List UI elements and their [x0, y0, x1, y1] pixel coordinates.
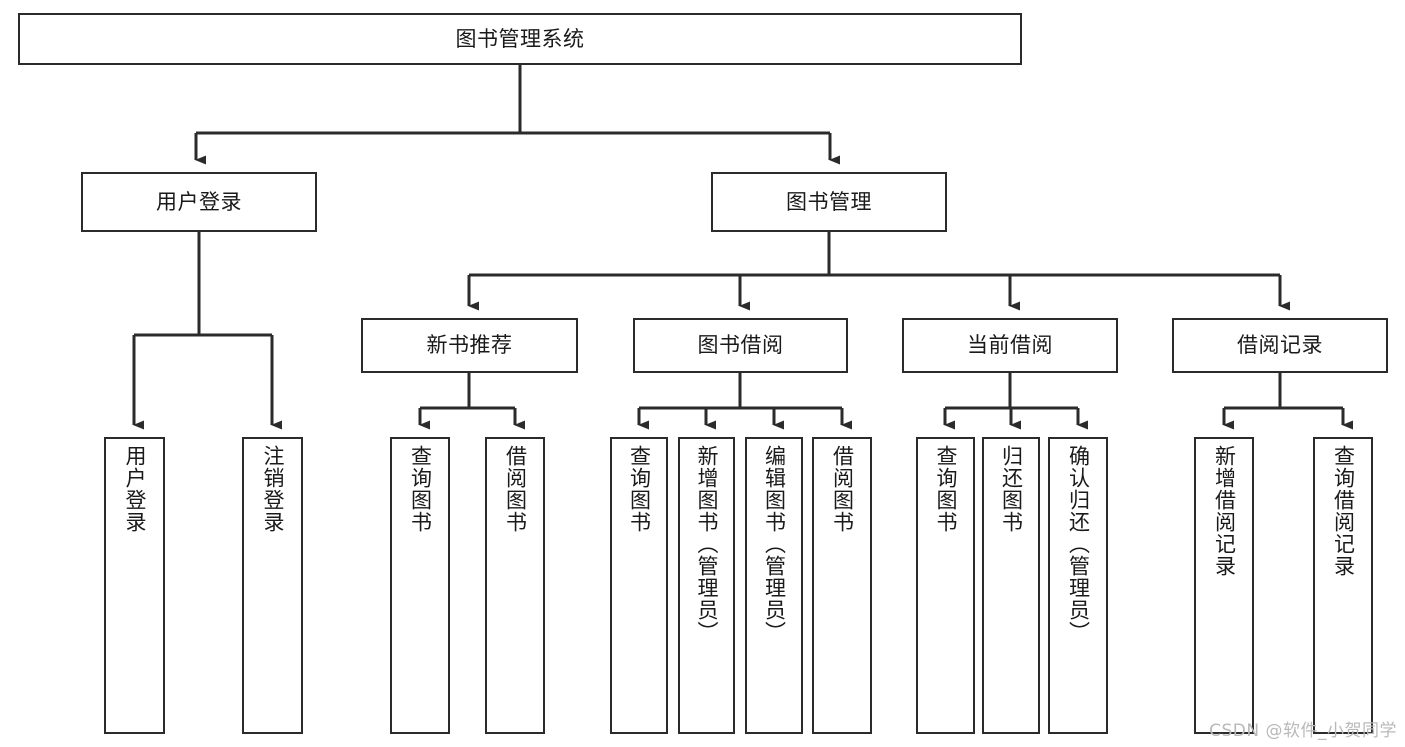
- node-leaf-query-record[interactable]: 查询借阅记录: [1313, 437, 1373, 734]
- node-leaf-query-book-2-label: 查询图书: [627, 445, 652, 533]
- node-leaf-edit-book-label: 编辑图书（管理员）: [762, 445, 787, 643]
- node-leaf-add-book[interactable]: 新增图书（管理员）: [678, 437, 735, 734]
- node-leaf-query-book-3-label: 查询图书: [934, 445, 958, 533]
- node-leaf-return-book-label: 归还图书: [999, 445, 1024, 533]
- node-user-login[interactable]: 用户登录: [81, 172, 317, 232]
- node-leaf-add-record-label: 新增借阅记录: [1212, 445, 1237, 577]
- node-root[interactable]: 图书管理系统: [18, 13, 1022, 65]
- node-book-borrow-label: 图书借阅: [697, 333, 784, 358]
- node-leaf-confirm-return[interactable]: 确认归还（管理员）: [1048, 437, 1108, 734]
- node-leaf-user-login-label: 用户登录: [123, 445, 147, 533]
- node-book-manage-label: 图书管理: [786, 189, 872, 214]
- node-user-login-label: 用户登录: [156, 189, 242, 214]
- node-leaf-edit-book[interactable]: 编辑图书（管理员）: [745, 437, 803, 734]
- node-leaf-user-login[interactable]: 用户登录: [104, 437, 165, 734]
- node-leaf-add-book-label: 新增图书（管理员）: [695, 445, 719, 643]
- node-borrow-record-label: 借阅记录: [1237, 333, 1323, 358]
- node-leaf-user-logout[interactable]: 注销登录: [242, 437, 303, 734]
- node-leaf-borrow-book-2[interactable]: 借阅图书: [812, 437, 872, 734]
- node-leaf-borrow-book-1-label: 借阅图书: [503, 445, 528, 533]
- node-leaf-borrow-book-1[interactable]: 借阅图书: [485, 437, 545, 734]
- node-borrow-record[interactable]: 借阅记录: [1172, 318, 1388, 373]
- node-leaf-borrow-book-2-label: 借阅图书: [830, 445, 855, 533]
- node-leaf-query-book-2[interactable]: 查询图书: [610, 437, 668, 734]
- node-leaf-return-book[interactable]: 归还图书: [982, 437, 1040, 734]
- node-book-borrow[interactable]: 图书借阅: [633, 318, 848, 373]
- node-current-borrow-label: 当前借阅: [967, 333, 1053, 358]
- node-leaf-query-book-1-label: 查询图书: [408, 445, 433, 533]
- node-leaf-query-book-3[interactable]: 查询图书: [916, 437, 975, 734]
- node-root-label: 图书管理系统: [455, 26, 585, 51]
- node-current-borrow[interactable]: 当前借阅: [902, 318, 1118, 373]
- node-leaf-add-record[interactable]: 新增借阅记录: [1194, 437, 1254, 734]
- node-leaf-user-logout-label: 注销登录: [261, 445, 285, 533]
- node-leaf-query-book-1[interactable]: 查询图书: [390, 437, 450, 734]
- node-leaf-confirm-return-label: 确认归还（管理员）: [1066, 445, 1091, 643]
- node-new-book-recommend-label: 新书推荐: [426, 333, 513, 358]
- node-new-book-recommend[interactable]: 新书推荐: [361, 318, 578, 373]
- node-book-manage[interactable]: 图书管理: [711, 172, 947, 232]
- node-leaf-query-record-label: 查询借阅记录: [1331, 445, 1356, 577]
